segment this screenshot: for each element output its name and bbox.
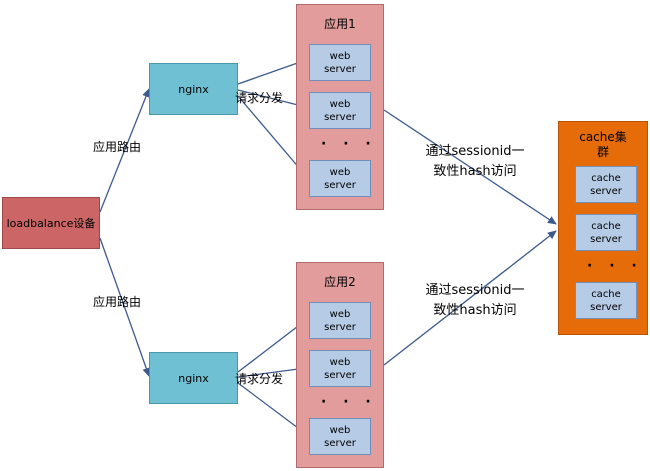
hash-label-bottom: 通过sessionid一 致性hash访问 [410, 281, 540, 321]
server-line1: cache [591, 288, 621, 300]
server-line1: web [329, 166, 351, 178]
app-group-2: 应用2 web server web server · · · web serv… [296, 262, 384, 468]
hash-label-line2: 致性hash访问 [433, 164, 517, 179]
server-line2: server [324, 321, 356, 333]
cache-title-line1: cache集 [579, 130, 627, 144]
ellipsis: · · · [321, 394, 377, 410]
hash-label-line2: 致性hash访问 [433, 303, 517, 318]
web-server: web server [309, 418, 371, 455]
arrow-app1-to-cache [383, 109, 557, 225]
web-server: web server [309, 92, 371, 129]
server-line1: web [329, 308, 351, 320]
web-server: web server [309, 350, 371, 387]
arrow-lb-to-nginx-bottom [99, 237, 151, 377]
route-label-bottom: 应用路由 [93, 295, 142, 309]
server-line2: server [590, 185, 622, 197]
server-line1: cache [591, 172, 621, 184]
arrow-nginx-top-to-ws1 [237, 58, 307, 85]
app-title: 应用1 [324, 17, 356, 31]
arrow-nginx-bottom-to-ws3 [237, 382, 307, 435]
arrow-lb-to-nginx-top [99, 88, 150, 213]
server-line2: server [324, 111, 356, 123]
web-server: web server [309, 160, 371, 197]
server-line2: server [324, 179, 356, 191]
cache-server: cache server [575, 166, 637, 203]
ellipsis: · · · [321, 136, 377, 152]
server-line1: web [329, 424, 351, 436]
server-line1: web [329, 50, 351, 62]
server-line2: server [590, 301, 622, 313]
web-server: web server [309, 302, 371, 339]
hash-label-top: 通过sessionid一 致性hash访问 [410, 142, 540, 182]
cache-server: cache server [575, 214, 637, 251]
web-server: web server [309, 44, 371, 81]
server-line2: server [324, 63, 356, 75]
dispatch-label-bottom: 请求分发 [235, 372, 284, 386]
cache-cluster-title: cache集 群 [559, 130, 647, 160]
nginx-node-top: nginx [149, 63, 238, 115]
nginx-label: nginx [178, 371, 209, 385]
arrow-nginx-top-to-ws2 [237, 89, 307, 109]
nginx-label: nginx [178, 82, 209, 96]
server-line2: server [590, 233, 622, 245]
arrow-app2-to-cache [383, 230, 557, 366]
cache-cluster: cache集 群 cache server cache server · · ·… [558, 121, 648, 335]
cache-server: cache server [575, 282, 637, 319]
server-line2: server [324, 437, 356, 449]
arrow-nginx-bottom-to-ws1 [237, 319, 307, 373]
dispatch-label-top: 请求分发 [235, 91, 284, 105]
loadbalance-device: loadbalance设备 [2, 197, 100, 249]
hash-label-line1: 通过sessionid一 [425, 144, 525, 159]
route-label-top: 应用路由 [93, 140, 142, 154]
server-line1: web [329, 356, 351, 368]
hash-label-line1: 通过sessionid一 [425, 283, 525, 298]
app-group-1: 应用1 web server web server · · · web serv… [296, 4, 384, 210]
arrow-nginx-top-to-ws3 [237, 95, 307, 177]
nginx-node-bottom: nginx [149, 352, 238, 404]
server-line1: web [329, 98, 351, 110]
cache-title-line2: 群 [596, 145, 609, 159]
server-line1: cache [591, 220, 621, 232]
server-line2: server [324, 369, 356, 381]
app-title: 应用2 [324, 275, 356, 289]
loadbalance-label: loadbalance设备 [6, 217, 96, 230]
arrow-nginx-bottom-to-ws2 [237, 365, 307, 378]
ellipsis: · · · [587, 258, 643, 274]
